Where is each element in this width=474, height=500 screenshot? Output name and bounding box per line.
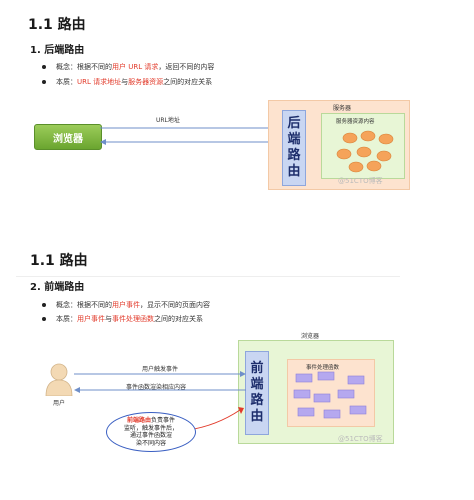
handlers-title: 事件处理函数 bbox=[306, 365, 340, 371]
slide1-bullet-1: 概念：根据不同的用户 URL 请求，返回不同的内容 bbox=[42, 62, 214, 72]
router-char: 路 bbox=[250, 393, 264, 408]
slide-frontend-routing: 1.1 路由 2. 前端路由 概念：根据不同的用户事件，显示不同的页面内容 本质… bbox=[16, 240, 400, 452]
router-char: 端 bbox=[287, 132, 301, 147]
resources-title: 服务器资源内容 bbox=[336, 119, 375, 125]
server-box: 服务器 后 端 路 由 服务器资源内容 bbox=[268, 100, 410, 190]
router-char: 由 bbox=[287, 164, 301, 179]
arrow-top-label: 用户触发事件 bbox=[142, 366, 179, 373]
frontend-router: 前 端 路 由 bbox=[245, 351, 269, 435]
bullet-dot-icon bbox=[42, 80, 46, 84]
callout-line-1: 前端路由负责事件 bbox=[126, 417, 176, 424]
resource-blobs bbox=[336, 130, 394, 173]
browser-label: 浏览器 bbox=[53, 133, 83, 145]
slide1-title: 1.1 路由 bbox=[28, 17, 86, 33]
user-label: 用户 bbox=[53, 400, 66, 407]
router-char: 路 bbox=[287, 148, 301, 163]
browser-box: 浏览器 bbox=[34, 124, 102, 150]
server-title: 服务器 bbox=[333, 105, 352, 112]
slide-backend-routing: 1.1 路由 1. 后端路由 概念：根据不同的用户 URL 请求，返回不同的内容… bbox=[16, 0, 410, 200]
router-char: 由 bbox=[250, 409, 264, 424]
event-handlers-box: 事件处理函数 bbox=[287, 359, 375, 427]
event-arrows bbox=[74, 371, 246, 393]
callout-line-2: 监听，触发事件后， bbox=[123, 424, 178, 432]
url-arrow-label: URL地址 bbox=[156, 117, 180, 124]
slide2-bullet-2: 本质：用户事件与事件处理函数之间的对应关系 bbox=[42, 314, 203, 324]
backend-router: 后 端 路 由 bbox=[282, 110, 306, 186]
slide1-subtitle: 1. 后端路由 bbox=[30, 45, 85, 56]
watermark: @51CTO博客 bbox=[338, 177, 383, 185]
router-char: 端 bbox=[250, 377, 264, 392]
arrow-bottom-label: 事件函数渲染相应内容 bbox=[126, 384, 187, 391]
slide2-subtitle: 2. 前端路由 bbox=[30, 282, 85, 293]
watermark: @51CTO博客 bbox=[338, 435, 383, 443]
callout-line-3: 通过事件函数渲 bbox=[129, 432, 172, 439]
bullet-dot-icon bbox=[42, 65, 46, 69]
handler-bars bbox=[293, 371, 367, 419]
slide1-bullet-2: 本质：URL 请求地址与服务器资源之间的对应关系 bbox=[42, 77, 212, 87]
frontend-router-callout: 前端路由负责事件 监听，触发事件后， 通过事件函数渲 染不同内容 bbox=[106, 412, 196, 452]
router-char: 后 bbox=[287, 116, 301, 131]
slide2-title: 1.1 路由 bbox=[30, 253, 88, 269]
bullet-dot-icon bbox=[42, 303, 46, 307]
bullet-dot-icon bbox=[42, 317, 46, 321]
callout-line-4: 染不同内容 bbox=[135, 439, 166, 447]
request-arrows bbox=[100, 125, 286, 145]
slide2-bullet-1: 概念：根据不同的用户事件，显示不同的页面内容 bbox=[42, 300, 210, 310]
server-resources-box: 服务器资源内容 bbox=[321, 113, 405, 179]
router-char: 前 bbox=[250, 361, 264, 376]
browser-box: 浏览器 前 端 路 由 事件处理函数 bbox=[238, 333, 394, 444]
user-icon bbox=[45, 363, 73, 396]
browser-title: 浏览器 bbox=[301, 333, 320, 340]
